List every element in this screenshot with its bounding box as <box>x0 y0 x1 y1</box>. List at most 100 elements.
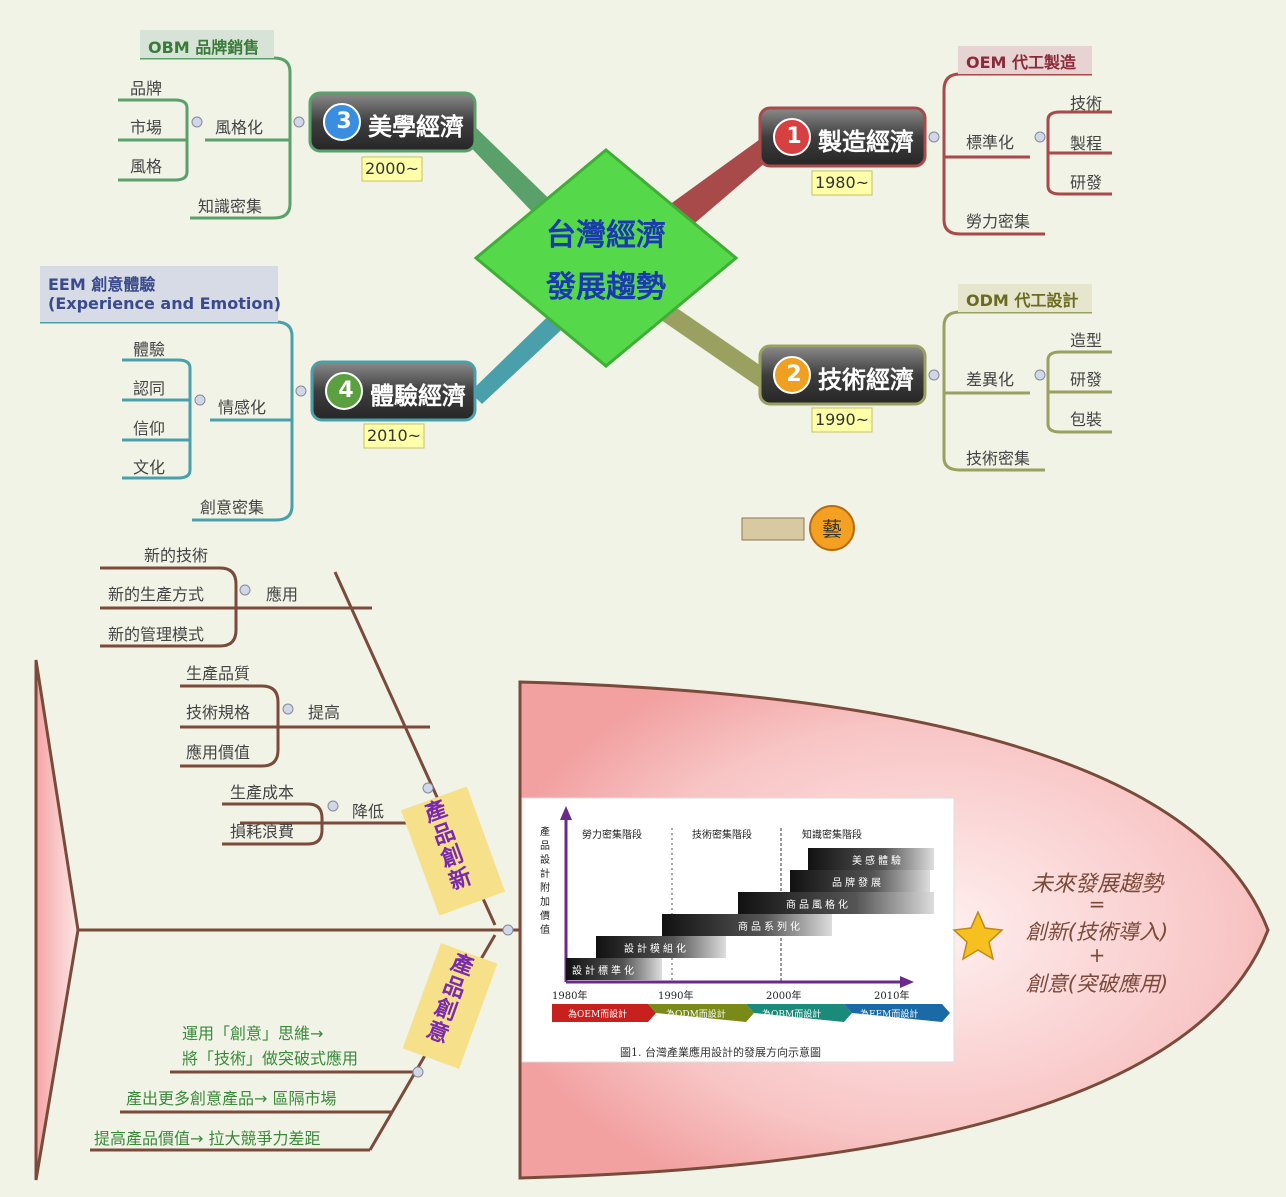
inset-year-3: 2000年 <box>766 991 802 1002</box>
aesthetic-year: 2000~ <box>364 159 420 178</box>
apply-label: 應用 <box>266 585 299 604</box>
inset-step-2: 設計模組化 <box>624 944 689 955</box>
branch-technology <box>758 284 1112 472</box>
odm-header-bg <box>958 284 1092 312</box>
inset-step-3: 商品系列化 <box>738 922 803 933</box>
oem-header: OEM 代工製造 <box>966 53 1077 72</box>
inset-arrow-2: 為ODM而設計 <box>666 1010 726 1020</box>
seal-stamp <box>809 505 855 551</box>
svg-text:藝: 藝 <box>822 517 842 541</box>
inset-year-1: 1980年 <box>552 991 588 1002</box>
collapse-icon[interactable] <box>928 131 940 143</box>
creativity-item-3: 產出更多創意產品→ 區隔市場 <box>126 1089 337 1108</box>
technology-number: 2 <box>786 362 802 387</box>
technology-title: 技術經濟 <box>818 366 914 394</box>
manufacturing-sub: 標準化 <box>966 133 1015 152</box>
center-title-line1: 台灣經濟 <box>546 218 666 253</box>
raise-item-1: 生產品質 <box>186 664 251 683</box>
manufacturing-title: 製造經濟 <box>818 128 914 156</box>
obm-header: OBM 品牌銷售 <box>148 38 260 57</box>
creativity-item-1: 運用「創意」思維→ <box>182 1024 324 1043</box>
obm-header-bg <box>140 30 274 58</box>
number-4-icon <box>325 372 363 410</box>
aesthetic-leaf-1: 品牌 <box>130 79 163 98</box>
eem-header-line2: (Experience and Emotion) <box>48 294 282 313</box>
experience-year: 2010~ <box>366 426 422 445</box>
experience-extra: 創意密集 <box>200 498 265 517</box>
innovation-label-bg <box>400 786 506 916</box>
odm-header: ODM 代工設計 <box>966 291 1079 310</box>
head-line2: = <box>1088 892 1106 916</box>
center-title-line2: 發展趨勢 <box>546 270 666 305</box>
technology-year-box <box>811 407 873 433</box>
manufacturing-leaf-2: 製程 <box>1070 134 1103 153</box>
head-line3: 創新(技術導入) <box>1025 920 1169 944</box>
technology-sub: 差異化 <box>966 370 1015 389</box>
collapse-icon[interactable] <box>293 116 305 128</box>
manufacturing-extra: 勞力密集 <box>966 212 1031 231</box>
studio-logo <box>741 517 805 541</box>
inset-caption: 圖1. 台灣產業應用設計的發展方向示意圖 <box>620 1046 821 1059</box>
manufacturing-number: 1 <box>786 124 802 149</box>
aesthetic-sub: 風格化 <box>215 118 264 137</box>
technology-leaf-1: 造型 <box>1070 331 1103 350</box>
aesthetic-leaf-3: 風格 <box>130 157 163 176</box>
branch-aesthetic <box>118 30 477 220</box>
apply-item-1: 新的技術 <box>144 546 209 565</box>
head-line4: + <box>1088 943 1106 967</box>
inset-step-1: 設計標準化 <box>572 966 637 977</box>
experience-leaf-3: 信仰 <box>133 419 166 438</box>
inset-arrow-4: 為EEM而設計 <box>860 1010 919 1020</box>
inset-step-4: 商品風格化 <box>786 900 851 911</box>
creativity-label-bg <box>402 943 498 1069</box>
raise-item-3: 應用價值 <box>186 743 251 762</box>
creativity-item-4: 提高產品價值→ 拉大競爭力差距 <box>94 1129 321 1148</box>
number-1-icon <box>773 118 811 156</box>
fish-tail <box>34 659 80 1181</box>
experience-leaf-4: 文化 <box>133 458 166 477</box>
experience-number: 4 <box>338 378 354 403</box>
inset-arrow-3: 為OBM而設計 <box>762 1010 822 1020</box>
raise-item-2: 技術規格 <box>186 703 251 722</box>
aesthetic-leaf-2: 市場 <box>130 118 163 137</box>
inset-year-2: 1990年 <box>658 991 694 1002</box>
inset-phase-1: 勞力密集階段 <box>582 830 642 841</box>
star-icon <box>952 910 1004 961</box>
lower-label: 降低 <box>352 802 385 821</box>
collapse-icon[interactable] <box>295 385 307 397</box>
branch-manufacturing <box>758 46 1112 236</box>
inset-year-4: 2010年 <box>874 991 910 1002</box>
experience-year-box <box>363 423 425 449</box>
head-line1: 未來發展趨勢 <box>1030 872 1163 897</box>
center-diamond[interactable] <box>473 148 739 368</box>
technology-leaf-3: 包裝 <box>1070 410 1103 429</box>
aesthetic-number: 3 <box>336 109 352 134</box>
lower-item-1: 生產成本 <box>230 783 295 802</box>
manufacturing-leaf-1: 技術 <box>1070 94 1103 113</box>
inset-phase-2: 技術密集階段 <box>692 830 752 841</box>
inset-phase-3: 知識密集階段 <box>802 830 862 841</box>
experience-title: 體驗經濟 <box>370 382 466 410</box>
technology-extra: 技術密集 <box>966 449 1031 468</box>
eem-header-bg <box>40 266 278 322</box>
experience-sub: 情感化 <box>218 398 267 417</box>
manufacturing-year: 1980~ <box>814 173 870 192</box>
inset-ylabel: 產品設計附加價值 <box>540 827 550 936</box>
experience-leaf-2: 認同 <box>133 379 166 398</box>
eem-header-line1: EEM 創意體驗 <box>48 275 156 294</box>
number-2-icon <box>773 356 811 394</box>
oem-header-bg <box>958 46 1092 74</box>
number-3-icon <box>323 103 361 141</box>
head-line5: 創意(突破應用) <box>1025 972 1169 996</box>
lower-item-2: 損耗浪費 <box>230 822 295 841</box>
collapse-icon[interactable] <box>928 369 940 381</box>
inset-arrow-1: 為OEM而設計 <box>568 1010 628 1020</box>
inset-step-5: 品牌發展 <box>832 878 884 889</box>
aesthetic-title: 美學經濟 <box>368 113 464 141</box>
aesthetic-year-box <box>361 156 423 182</box>
manufacturing-year-box <box>811 170 873 196</box>
manufacturing-leaf-3: 研發 <box>1070 173 1103 192</box>
technology-leaf-2: 研發 <box>1070 370 1103 389</box>
